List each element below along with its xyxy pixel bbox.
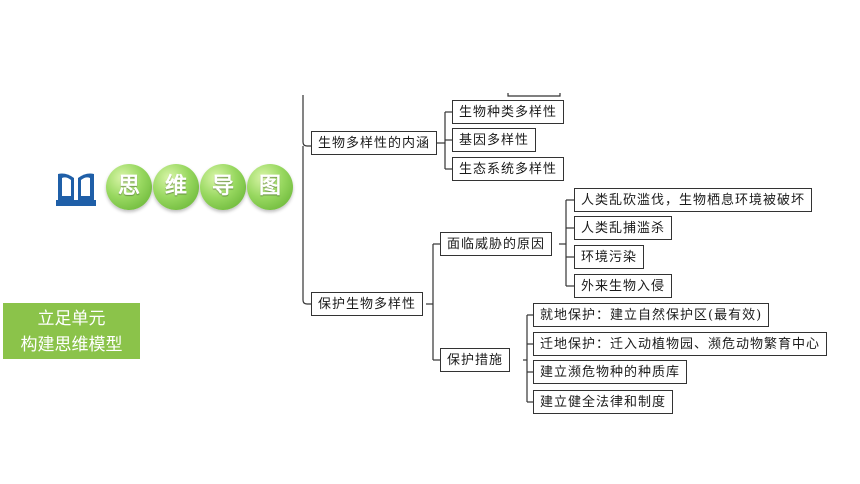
- node-ecosystem-diversity: 生态系统多样性: [452, 157, 565, 181]
- node-laws: 建立健全法律和制度: [533, 390, 674, 414]
- node-protect-biodiversity: 保护生物多样性: [311, 292, 424, 316]
- node-threat-causes: 面临威胁的原因: [440, 232, 553, 256]
- node-protection-measures: 保护措施: [440, 348, 511, 372]
- title-char-4: 图: [247, 164, 293, 210]
- title-char-3: 导: [200, 164, 246, 210]
- node-threat-pollution: 环境污染: [574, 245, 645, 269]
- node-ex-situ: 迁地保护：迁入动植物园、濒危动物繁育中心: [533, 332, 828, 356]
- node-in-situ: 就地保护：建立自然保护区(最有效): [533, 303, 770, 327]
- node-germplasm-bank: 建立濒危物种的种质库: [533, 360, 688, 384]
- node-species-diversity: 生物种类多样性: [452, 100, 565, 124]
- open-book-icon: [56, 173, 96, 206]
- node-threat-deforestation: 人类乱砍滥伐，生物栖息环境被破坏: [574, 188, 813, 212]
- unit-label-line1: 立足单元: [37, 309, 106, 329]
- title-char-2: 维: [153, 164, 199, 210]
- title-char-1: 思: [106, 164, 152, 210]
- node-gene-diversity: 基因多样性: [452, 128, 537, 152]
- unit-label-box: 立足单元 构建思维模型: [3, 303, 140, 359]
- unit-label-line2: 构建思维模型: [20, 335, 123, 355]
- node-threat-invasive: 外来生物入侵: [574, 274, 673, 298]
- node-biodiversity-connotation: 生物多样性的内涵: [311, 131, 438, 155]
- node-threat-poaching: 人类乱捕滥杀: [574, 216, 673, 240]
